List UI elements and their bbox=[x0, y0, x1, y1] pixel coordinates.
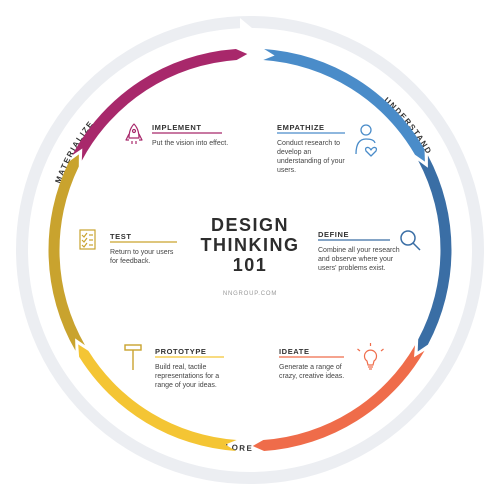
phase-arcs bbox=[48, 49, 452, 451]
prototype-arc bbox=[78, 344, 237, 451]
phase-empathize: EMPATHIZE Conduct research to develop an… bbox=[277, 123, 352, 175]
phase-implement: IMPLEMENT Put the vision into effect. bbox=[152, 123, 247, 148]
phase-ideate: IDEATE Generate a range of crazy, creati… bbox=[279, 347, 354, 381]
outer-ring bbox=[16, 16, 484, 484]
phase-test: TEST Return to your users for feedback. bbox=[110, 232, 182, 266]
phase-title: TEST bbox=[110, 232, 132, 241]
title-underlines bbox=[110, 132, 390, 358]
person-heart-icon bbox=[355, 124, 378, 157]
phase-description: Conduct research to develop an understan… bbox=[277, 140, 345, 174]
hammer-icon bbox=[124, 344, 142, 370]
ideate-arc bbox=[252, 345, 425, 451]
phase-title: IDEATE bbox=[279, 347, 310, 356]
phase-title: IMPLEMENT bbox=[152, 123, 202, 132]
phase-description: Return to your users for feedback. bbox=[110, 249, 174, 265]
source-label: NNGROUP.COM bbox=[222, 291, 278, 297]
magnifier-icon bbox=[400, 230, 421, 251]
title-line-2: THINKING bbox=[200, 235, 300, 255]
lightbulb-icon bbox=[357, 343, 384, 370]
phase-description: Combine all your research and observe wh… bbox=[318, 247, 400, 272]
phase-title: PROTOTYPE bbox=[155, 347, 207, 356]
phase-description: Build real, tactile representations for … bbox=[155, 364, 220, 389]
phase-title: DEFINE bbox=[318, 230, 350, 239]
test-arc bbox=[48, 154, 85, 351]
title-line-3: 101 bbox=[232, 255, 268, 275]
phase-prototype: PROTOTYPE Build real, tactile representa… bbox=[155, 347, 233, 390]
phase-define: DEFINE Combine all your research and obs… bbox=[318, 230, 403, 273]
title-line-1: DESIGN bbox=[210, 215, 289, 235]
page-title: DESIGN THINKING 101 bbox=[190, 215, 310, 275]
rocket-icon bbox=[125, 123, 143, 144]
phase-description: Generate a range of crazy, creative idea… bbox=[279, 364, 345, 380]
implement-arc bbox=[72, 49, 248, 161]
checklist-icon bbox=[79, 229, 96, 250]
empathize-arc bbox=[263, 49, 425, 162]
define-arc bbox=[417, 155, 452, 352]
phase-title: EMPATHIZE bbox=[277, 123, 325, 132]
phase-description: Put the vision into effect. bbox=[152, 140, 229, 147]
